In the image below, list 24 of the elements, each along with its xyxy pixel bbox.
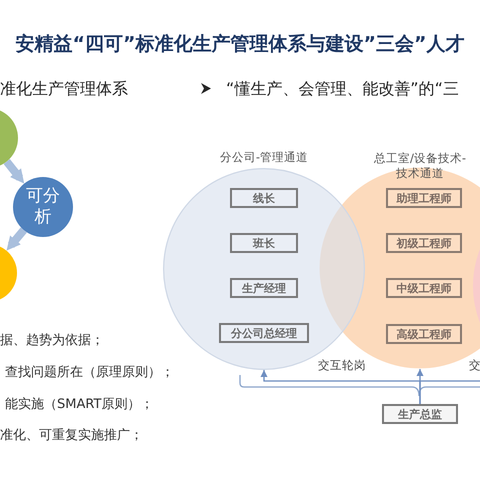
list-item-text: 据、趋势为依据；: [0, 332, 104, 350]
connector-line: [419, 380, 480, 404]
block-arrow: [4, 159, 24, 184]
role-box: 高级工程师: [386, 324, 462, 344]
section-heading: “懂生产、会管理、能改善”的“三: [226, 78, 459, 99]
annotation-text: 交互轮岗: [318, 357, 366, 374]
slide-title: 安精益“四可”标准化生产管理体系与建设”三会”人才: [14, 32, 466, 56]
list-item-text: 能实施（SMART原则）；: [5, 396, 154, 414]
circle-heading: 分公司-管理通道: [220, 150, 308, 165]
role-box: 线长: [230, 188, 298, 208]
role-box: 分公司总经理: [219, 323, 309, 343]
process-circle: [13, 177, 73, 237]
section-heading: 准化生产管理体系: [0, 78, 128, 99]
role-box: 生产总监: [382, 404, 458, 424]
block-arrow: [6, 227, 27, 251]
list-item-text: 准化、可重复实施推广；: [0, 427, 143, 445]
role-box: 初级工程师: [386, 233, 462, 253]
role-box: 生产经理: [230, 278, 298, 298]
role-box: 中级工程师: [386, 278, 462, 298]
circle-label: 可分析: [25, 186, 61, 228]
role-box: 助理工程师: [386, 188, 462, 208]
role-box: 班长: [230, 233, 298, 253]
circle-heading: 总工室/设备技术-技术通道: [372, 151, 468, 181]
list-item-text: 查找问题所在（原理原则）；: [5, 364, 174, 382]
